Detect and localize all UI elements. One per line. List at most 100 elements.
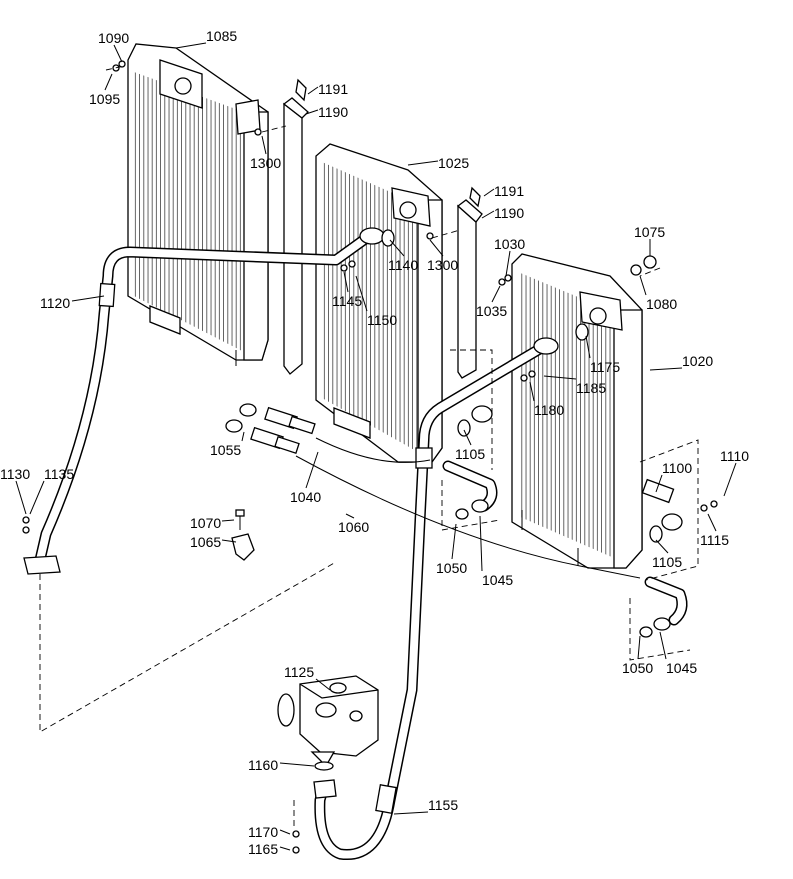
callout-1185: 1185 — [576, 380, 606, 396]
callout-leaders — [15, 42, 737, 851]
leader-1105 — [463, 429, 472, 446]
callout-1045-left: 1045 — [482, 572, 513, 588]
callout-1300-left: 1300 — [250, 155, 281, 171]
leader-1115 — [707, 513, 717, 532]
callout-1105-lower: 1105 — [652, 554, 682, 570]
callout-1070: 1070 — [190, 515, 221, 531]
leader-1055 — [241, 431, 245, 442]
leader-1150 — [355, 275, 368, 312]
callout-1035: 1035 — [476, 303, 507, 319]
elbow-fittings-1045 — [442, 460, 688, 638]
callout-1055: 1055 — [210, 442, 241, 458]
leader-1165 — [279, 846, 291, 851]
leader-1090 — [113, 44, 123, 63]
callout-1045-right: 1045 — [666, 660, 697, 676]
callout-1080: 1080 — [646, 296, 677, 312]
callout-1135: 1135 — [44, 466, 74, 482]
hose-1120 — [23, 228, 378, 575]
leader-1110 — [723, 462, 737, 497]
callout-1130: 1130 — [0, 466, 30, 482]
leader-1135 — [29, 480, 45, 515]
leader-1191 — [483, 188, 495, 197]
leader-1185 — [543, 375, 577, 380]
callout-1050-right: 1050 — [622, 660, 653, 676]
callout-1065: 1065 — [190, 534, 221, 550]
callout-1020: 1020 — [682, 353, 713, 369]
callout-1300-right: 1300 — [427, 257, 458, 273]
leader-1050 — [451, 523, 457, 560]
leader-1105 — [655, 539, 669, 554]
hardware — [22, 60, 718, 854]
callout-1085: 1085 — [206, 28, 237, 44]
radiator-core-1085 — [127, 43, 269, 366]
leader-1155 — [393, 811, 429, 815]
callout-1165: 1165 — [248, 841, 278, 857]
leader-1140 — [389, 239, 405, 257]
leader-1095 — [104, 73, 113, 91]
leader-1300 — [429, 239, 444, 257]
callout-1175: 1175 — [590, 359, 620, 375]
leader-1120 — [71, 295, 105, 302]
pipe-1155 — [313, 338, 554, 861]
leader-1065 — [221, 539, 237, 543]
leader-1190 — [481, 210, 495, 219]
callout-1105-upper: 1105 — [455, 446, 485, 462]
callout-labels: 1090 1085 1095 1191 1190 1300 1025 1191 … — [0, 28, 749, 857]
callout-1191-right: 1191 — [494, 183, 524, 199]
dashed-assembly-lines — [39, 65, 699, 830]
callout-1191-left: 1191 — [318, 81, 348, 97]
callout-1145: 1145 — [332, 293, 362, 309]
leader-1030 — [505, 250, 511, 277]
leader-1025 — [407, 160, 439, 166]
callout-1050-left: 1050 — [436, 560, 467, 576]
callout-1125: 1125 — [284, 664, 314, 680]
callout-1160: 1160 — [248, 757, 278, 773]
leader-1160 — [279, 762, 315, 767]
callout-1120: 1120 — [40, 295, 70, 311]
callout-1075: 1075 — [634, 224, 665, 240]
radiator-core-1020 — [511, 253, 643, 569]
clamp-1065 — [231, 509, 255, 561]
callout-1060: 1060 — [338, 519, 369, 535]
leader-1300 — [261, 135, 267, 155]
hose-ends-1055 — [225, 403, 316, 454]
hose-1040-1060 — [295, 437, 641, 579]
leader-1060 — [345, 513, 355, 519]
leader-1170 — [279, 829, 291, 835]
leader-1125 — [315, 678, 331, 691]
callout-1155: 1155 — [428, 797, 458, 813]
leader-1020 — [649, 367, 683, 371]
callout-1115: 1115 — [700, 532, 729, 548]
callout-1180: 1180 — [534, 402, 564, 418]
leader-1040 — [305, 451, 319, 489]
leader-1145 — [343, 271, 349, 293]
flanges-fittings — [359, 227, 683, 543]
bracket-1190-right — [456, 186, 483, 379]
leader-1070 — [221, 519, 235, 522]
callout-1190-left: 1190 — [318, 104, 348, 120]
callout-1100: 1100 — [662, 460, 692, 476]
leader-1190 — [305, 109, 319, 115]
callout-1150: 1150 — [367, 312, 397, 328]
leader-1180 — [529, 381, 535, 402]
callout-1170: 1170 — [248, 824, 278, 840]
thermostat-housing-1125 — [277, 675, 379, 771]
leader-1085 — [175, 42, 207, 49]
leader-1100 — [655, 474, 663, 493]
bracket-1190-left — [282, 78, 309, 375]
leader-1050 — [637, 635, 641, 660]
leader-1130 — [15, 480, 27, 515]
leader-1045 — [659, 631, 667, 660]
callout-1190-right: 1190 — [494, 205, 524, 221]
leader-1191 — [307, 86, 319, 95]
callout-1040: 1040 — [290, 489, 321, 505]
callout-1140: 1140 — [388, 257, 418, 273]
leader-1045 — [479, 515, 483, 572]
callout-1025: 1025 — [438, 155, 469, 171]
leader-1035 — [491, 285, 501, 303]
callout-1110: 1110 — [720, 448, 749, 464]
callout-1030: 1030 — [494, 236, 525, 252]
callout-1090: 1090 — [98, 30, 129, 46]
leader-1080 — [639, 275, 647, 296]
